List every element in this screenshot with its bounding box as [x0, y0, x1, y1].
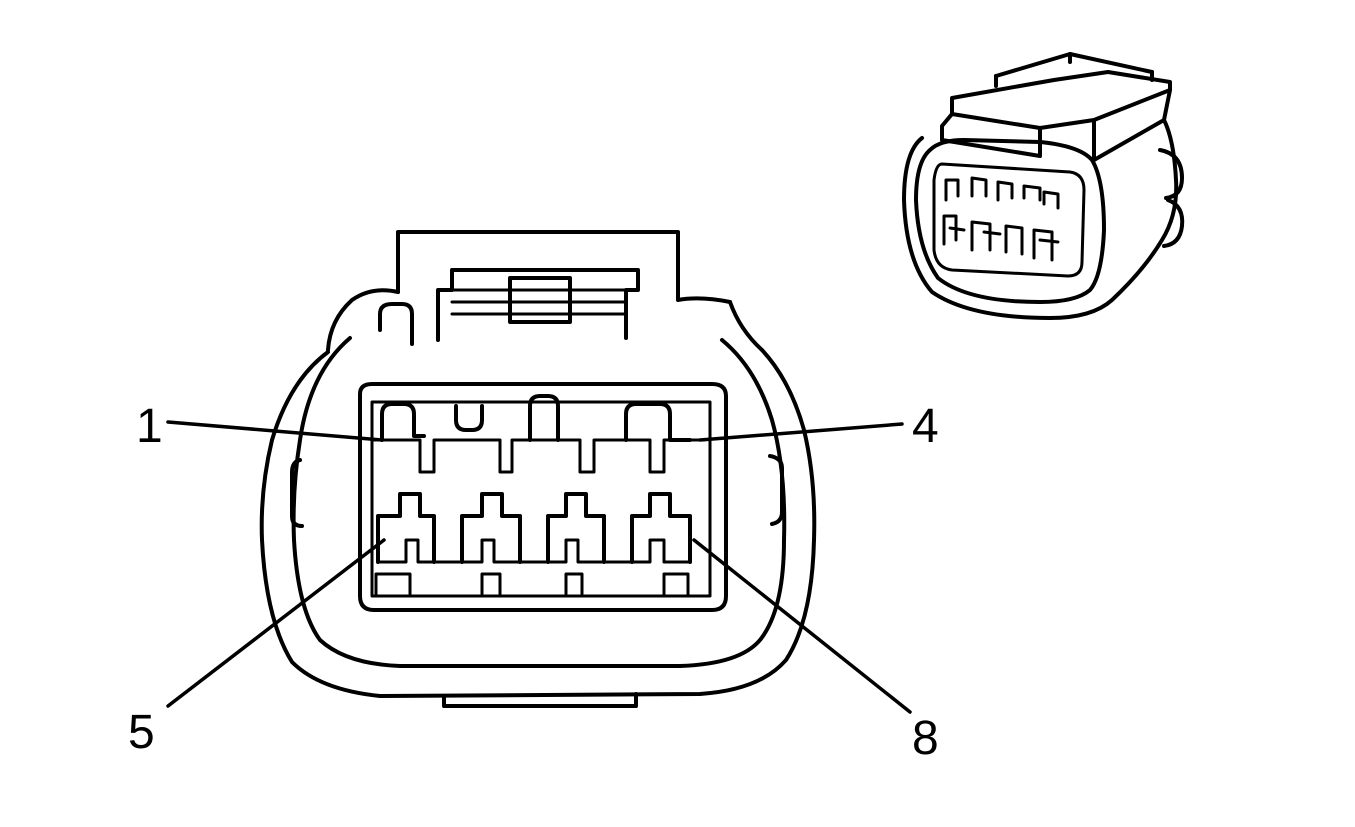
terminal-row-bottom-foot	[374, 572, 690, 596]
side-tab-left	[290, 458, 304, 528]
key-notch	[378, 302, 414, 346]
terminal-row-top-lower	[372, 438, 706, 474]
latch-outline	[326, 288, 400, 352]
leader-pin-5	[166, 538, 386, 708]
terminal-5	[376, 492, 436, 564]
terminal-row-top	[372, 394, 706, 474]
terminal-4	[624, 402, 692, 442]
cavity-frame-outer	[358, 382, 728, 612]
latch-plate	[436, 268, 640, 342]
terminal-6	[460, 492, 522, 564]
terminal-3	[528, 394, 560, 442]
cavity-frame-inner	[370, 400, 712, 598]
bottom-tab	[442, 692, 638, 708]
connector-iso-view	[902, 52, 1185, 320]
pin-label-4: 4	[912, 400, 939, 453]
leader-pin-4	[698, 422, 904, 442]
connector-outer-body	[259, 300, 817, 698]
iso-latch-top	[950, 70, 1172, 130]
iso-latch-side	[1092, 88, 1172, 162]
connector-face-view: 1 4 5 8	[128, 230, 939, 765]
latch-button	[508, 276, 572, 324]
terminal-7	[546, 492, 606, 564]
iso-body-outer	[902, 118, 1179, 320]
iso-front-face	[914, 138, 1106, 304]
leader-pin-8	[692, 538, 912, 714]
leader-pin-1	[166, 420, 384, 442]
iso-terminals-bottom	[942, 214, 1060, 262]
iso-body-side-bumps	[1158, 148, 1185, 248]
pin-label-8: 8	[912, 712, 939, 765]
seal-ring	[291, 336, 787, 668]
iso-front-inner	[932, 162, 1086, 278]
terminal-row-bottom-base	[376, 538, 692, 564]
terminal-8	[630, 492, 692, 564]
iso-latch-top-edge	[994, 52, 1154, 88]
pin-label-5: 5	[128, 706, 155, 759]
side-tab-right	[768, 454, 784, 526]
terminal-2	[454, 404, 484, 432]
iso-latch-top-face	[994, 52, 1154, 78]
terminal-1	[380, 402, 426, 442]
iso-terminals-top	[944, 176, 1060, 210]
latch-housing	[396, 230, 732, 304]
pin-label-1: 1	[136, 400, 163, 453]
terminal-row-bottom	[374, 492, 692, 596]
iso-latch-front	[940, 112, 1042, 158]
